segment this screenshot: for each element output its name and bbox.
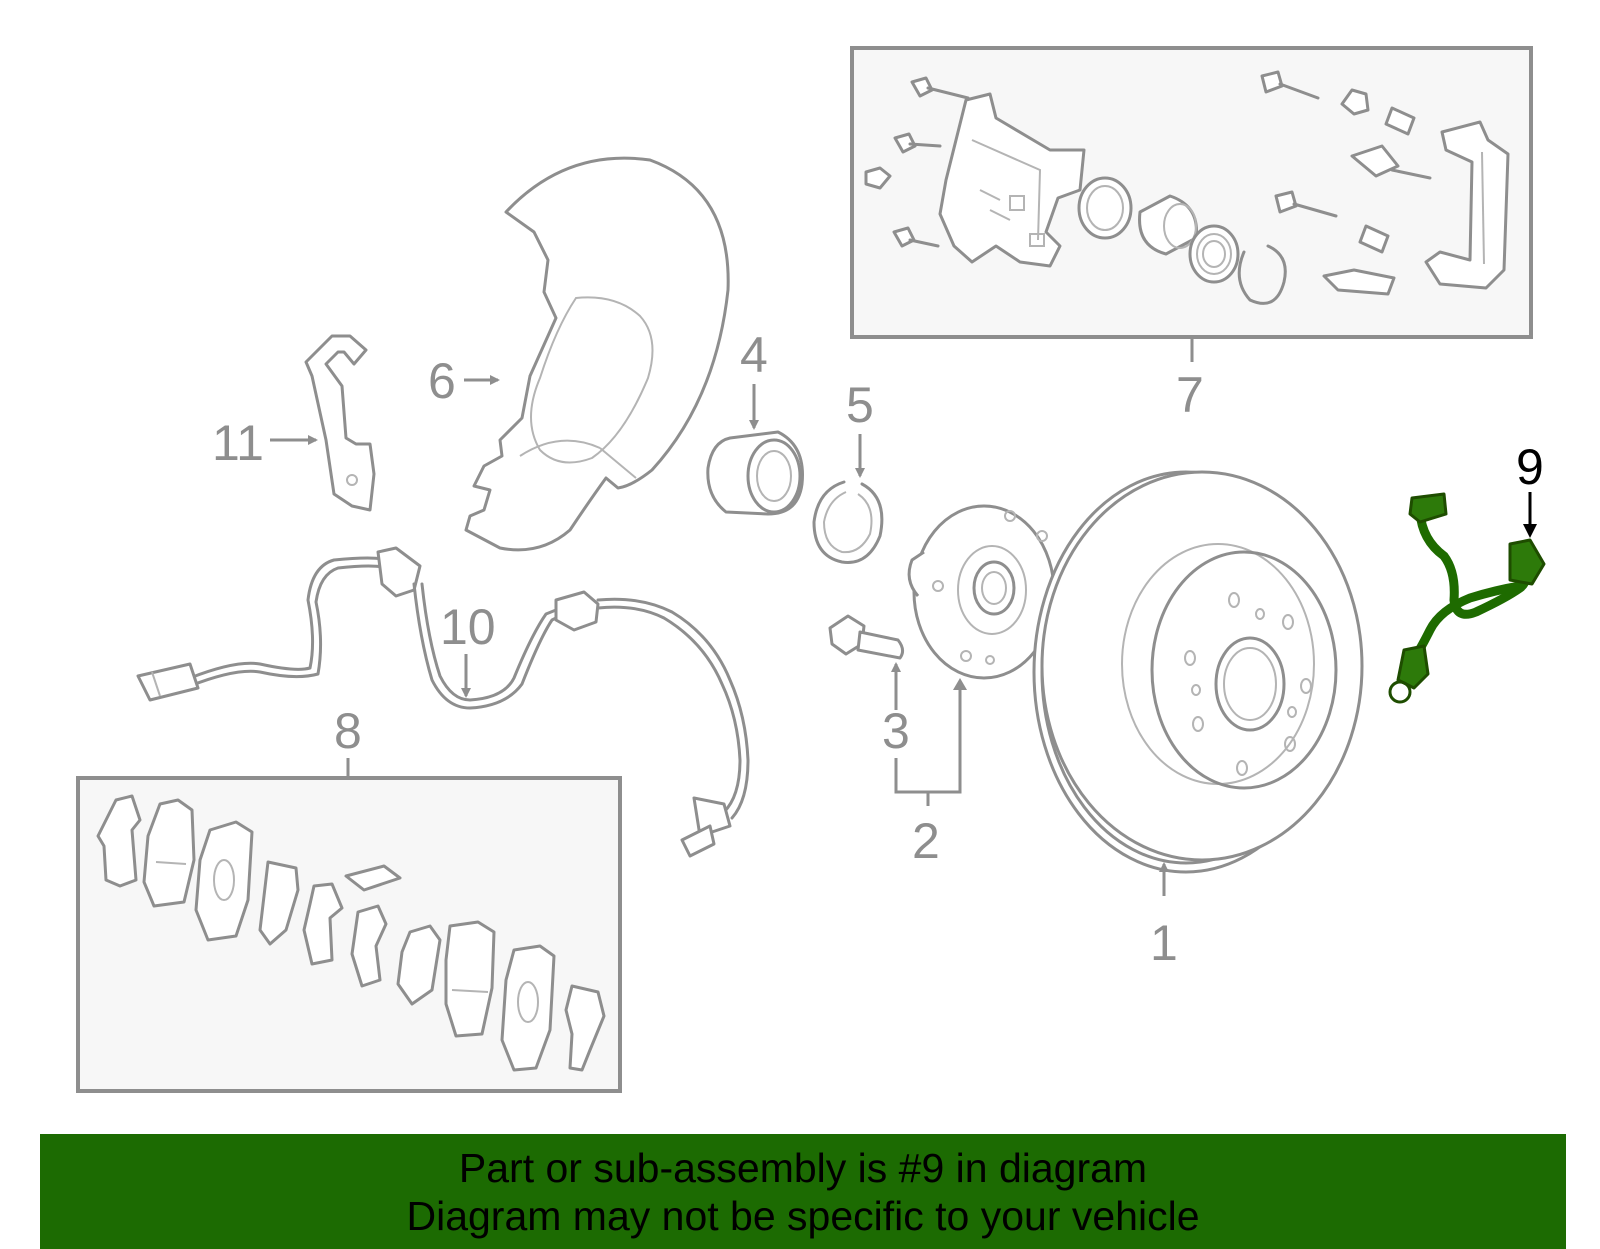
brake-rotor[interactable]	[1032, 470, 1364, 874]
brake-pads	[96, 794, 606, 1072]
abs-sensor-harness[interactable]	[136, 546, 750, 858]
banner-line-1: Part or sub-assembly is #9 in diagram	[458, 1144, 1148, 1191]
sensor-bracket[interactable]	[304, 334, 376, 512]
wheel-bearing[interactable]	[706, 430, 804, 516]
snap-ring[interactable]	[812, 480, 884, 564]
brake-hose-highlighted[interactable]	[1388, 492, 1546, 704]
caliper-bolts	[864, 76, 970, 248]
callout-6: 6	[428, 353, 456, 409]
callout-11: 11	[212, 415, 264, 471]
banner-line-2: Diagram may not be specific to your vehi…	[406, 1192, 1200, 1239]
brake-pad-kit-group[interactable]	[76, 776, 622, 1093]
part-info-banner: Part or sub-assembly is #9 in diagram Di…	[40, 1134, 1566, 1249]
splash-shield[interactable]	[464, 156, 730, 552]
leader-2-head	[953, 678, 967, 690]
callout-2: 2	[912, 813, 940, 869]
callout-5: 5	[846, 377, 874, 433]
caliper-pins	[1260, 70, 1432, 296]
caliper-body	[938, 92, 1086, 268]
caliper-bracket	[1424, 120, 1510, 290]
callout-3: 3	[882, 703, 910, 759]
callout-10: 10	[440, 599, 496, 655]
callout-1: 1	[1150, 915, 1178, 971]
wheel-hub[interactable]	[907, 504, 1056, 680]
caliper-kit-group[interactable]	[850, 46, 1533, 339]
callout-4: 4	[740, 327, 768, 383]
caliper-piston-seals	[1077, 176, 1287, 305]
callout-8: 8	[334, 703, 362, 759]
callout-9: 9	[1516, 439, 1544, 495]
hub-bolt[interactable]	[828, 614, 905, 660]
callout-7: 7	[1176, 367, 1204, 423]
